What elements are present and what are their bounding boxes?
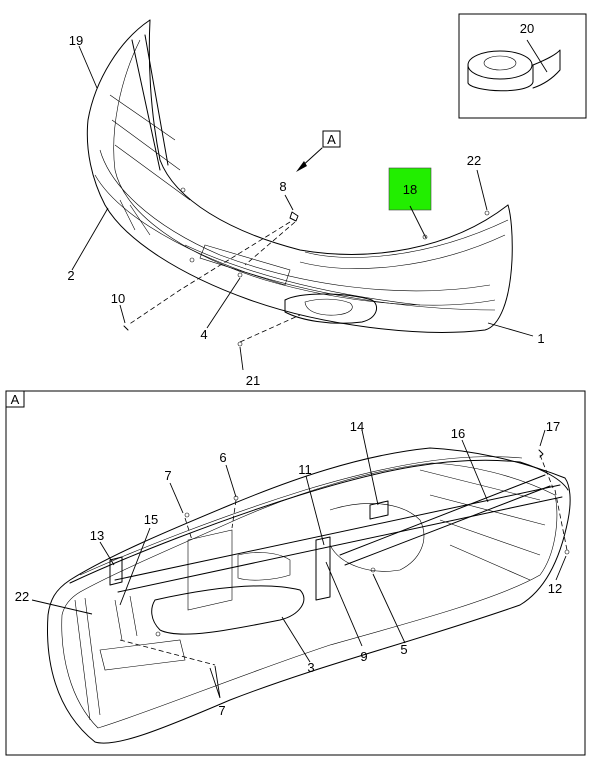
callout-1: 1 [537, 331, 544, 346]
callout-6: 6 [219, 450, 226, 465]
callout-11: 11 [298, 462, 312, 477]
callout-17: 17 [546, 419, 560, 434]
view-a-leaders [31, 429, 567, 699]
callout-3: 3 [307, 660, 314, 675]
callout-16: 16 [451, 426, 465, 441]
bumper-fascia-rear-view [47, 447, 571, 744]
callout-18: 18 [403, 182, 417, 197]
view-a-reference: A [296, 130, 341, 172]
view-a-reference-label: A [327, 132, 336, 147]
upper-leaders [71, 39, 548, 371]
callout-4: 4 [200, 327, 207, 342]
callout-21: 21 [246, 373, 260, 388]
view-a-panel: A [5, 390, 586, 756]
callout-12: 12 [548, 581, 562, 596]
callout-5: 5 [400, 642, 407, 657]
callout-7-lower: 7 [218, 703, 225, 718]
callout-22-lower: 22 [15, 589, 29, 604]
bumper-fascia-upper-view [86, 19, 513, 347]
callout-7-upper: 7 [164, 468, 171, 483]
inset-tape-roll [458, 13, 587, 119]
callout-20: 20 [520, 21, 534, 36]
callout-10: 10 [111, 291, 125, 306]
callout-9: 9 [360, 649, 367, 664]
callout-13: 13 [90, 528, 104, 543]
callout-15: 15 [144, 512, 158, 527]
view-a-panel-tag: A [11, 392, 20, 407]
callout-14: 14 [350, 419, 364, 434]
callout-19: 19 [69, 33, 83, 48]
callout-8: 8 [279, 179, 286, 194]
part-18-highlight [388, 167, 432, 211]
callout-2: 2 [67, 268, 74, 283]
callout-22-upper: 22 [467, 153, 481, 168]
